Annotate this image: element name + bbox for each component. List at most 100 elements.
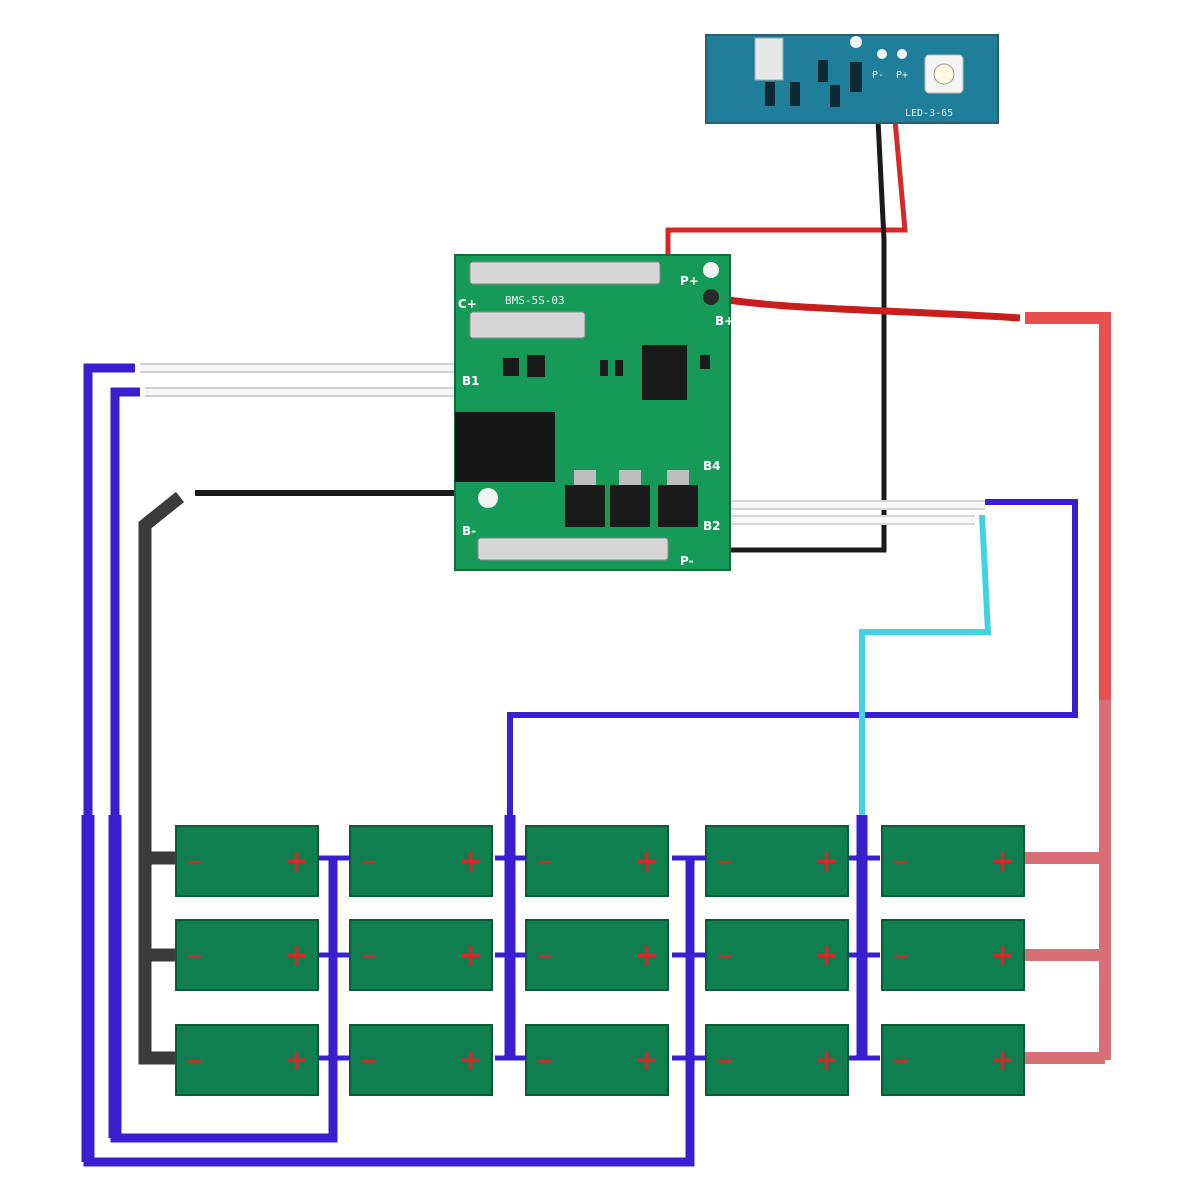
cell-positive-terminal: +: [990, 844, 1015, 879]
battery-cell: −+: [881, 919, 1025, 991]
bms-label-b-minus: B-: [462, 524, 476, 538]
cell-negative-terminal: −: [360, 944, 378, 969]
wire-led-red: [665, 119, 908, 275]
cell-negative-terminal: −: [186, 944, 204, 969]
wire-blue-left-thick: [81, 815, 122, 1162]
battery-cell-body: [175, 919, 319, 991]
battery-cell-body: [705, 825, 849, 897]
wire-red-bus: [1025, 312, 1111, 700]
cell-negative-terminal: −: [360, 850, 378, 875]
battery-cell: −+: [349, 825, 493, 897]
battery-cell-body: [881, 825, 1025, 897]
cell-positive-terminal: +: [990, 1043, 1015, 1078]
dc-jack: [455, 412, 555, 482]
battery-cell: −+: [881, 1024, 1025, 1096]
led-model-label: LED-3-65: [905, 108, 953, 119]
battery-cell-body: [525, 825, 669, 897]
bms-mount-hole-2: [703, 289, 719, 305]
bms-label-b1: B1: [462, 374, 480, 388]
battery-cell: −+: [175, 919, 319, 991]
led-connector: [754, 37, 784, 81]
battery-cell: −+: [881, 825, 1025, 897]
cell-negative-terminal: −: [716, 1049, 734, 1074]
battery-cells: −+−+−+−+−+−+−+−+−+−+−+−+−+−+−+: [175, 825, 1025, 1096]
cell-negative-terminal: −: [360, 1049, 378, 1074]
bms-label-b2: B2: [703, 519, 721, 533]
led-board: P- P+ LED-3-65: [705, 34, 999, 124]
cell-negative-terminal: −: [536, 1049, 554, 1074]
bms-small-components: [503, 355, 710, 377]
bms-board: C+ P+ B+ B1 B4 B2 B- P- BMS-5S-03: [454, 254, 734, 571]
wires: [81, 119, 1111, 1167]
cell-positive-terminal: +: [814, 1043, 839, 1078]
wire-cyan: [859, 514, 992, 815]
battery-cell-body: [349, 825, 493, 897]
cell-positive-terminal: +: [634, 844, 659, 879]
wire-red-bus-light: [1025, 700, 1111, 1064]
battery-cell: −+: [705, 825, 849, 897]
battery-cell-body: [175, 1024, 319, 1096]
wire-gray-negative-bus: [138, 491, 185, 1065]
strip-c-plus: [469, 261, 661, 285]
cell-negative-terminal: −: [536, 850, 554, 875]
cell-negative-terminal: −: [716, 850, 734, 875]
battery-cell-body: [881, 1024, 1025, 1096]
battery-cell: −+: [525, 825, 669, 897]
cell-positive-terminal: +: [634, 938, 659, 973]
battery-cell-body: [349, 919, 493, 991]
cell-negative-terminal: −: [536, 944, 554, 969]
bms-label-b-plus: B+: [715, 314, 734, 328]
battery-cell: −+: [175, 1024, 319, 1096]
cell-positive-terminal: +: [458, 938, 483, 973]
led-components: [765, 60, 862, 107]
battery-cell-body: [349, 1024, 493, 1096]
bms-mount-hole-3: [478, 488, 498, 508]
bms-mount-hole-1: [703, 262, 719, 278]
strip-b-plus: [469, 311, 586, 339]
mosfet-2: [610, 485, 650, 527]
battery-cell: −+: [525, 1024, 669, 1096]
led-mount-hole: [850, 36, 862, 48]
cell-negative-terminal: −: [716, 944, 734, 969]
battery-cell-body: [175, 825, 319, 897]
battery-cell-body: [705, 1024, 849, 1096]
cell-positive-terminal: +: [458, 1043, 483, 1078]
mosfet-1: [565, 485, 605, 527]
led-pad-p-plus-label: P+: [896, 70, 908, 81]
battery-cell-body: [705, 919, 849, 991]
battery-cell: −+: [705, 1024, 849, 1096]
cell-positive-terminal: +: [634, 1043, 659, 1078]
wire-led-black: [680, 119, 887, 553]
bms-model-silk: BMS-5S-03: [505, 294, 565, 307]
cell-negative-terminal: −: [892, 850, 910, 875]
cell-positive-terminal: +: [284, 938, 309, 973]
cell-negative-terminal: −: [892, 1049, 910, 1074]
battery-cell: −+: [175, 825, 319, 897]
cell-negative-terminal: −: [186, 850, 204, 875]
battery-cell: −+: [705, 919, 849, 991]
bms-ic: [642, 345, 687, 400]
battery-cell: −+: [525, 919, 669, 991]
battery-cell-body: [881, 919, 1025, 991]
battery-cell-body: [525, 1024, 669, 1096]
wire-p-plus-red: [727, 296, 1021, 322]
bus-ties: [318, 855, 880, 1061]
cell-positive-terminal: +: [814, 844, 839, 879]
cell-positive-terminal: +: [458, 844, 483, 879]
cell-positive-terminal: +: [990, 938, 1015, 973]
cell-negative-terminal: −: [892, 944, 910, 969]
bms-label-b4: B4: [703, 459, 721, 473]
mosfet-3: [658, 485, 698, 527]
battery-cell: −+: [349, 919, 493, 991]
led-emitter: [933, 63, 955, 85]
cell-negative-terminal: −: [186, 1049, 204, 1074]
cell-positive-terminal: +: [284, 844, 309, 879]
cell-positive-terminal: +: [284, 1043, 309, 1078]
strip-b-minus: [477, 537, 669, 561]
mosfet-tabs: [574, 470, 689, 485]
battery-cell: −+: [349, 1024, 493, 1096]
battery-cell-body: [525, 919, 669, 991]
cell-positive-terminal: +: [814, 938, 839, 973]
bms-label-c-plus: C+: [458, 297, 477, 311]
